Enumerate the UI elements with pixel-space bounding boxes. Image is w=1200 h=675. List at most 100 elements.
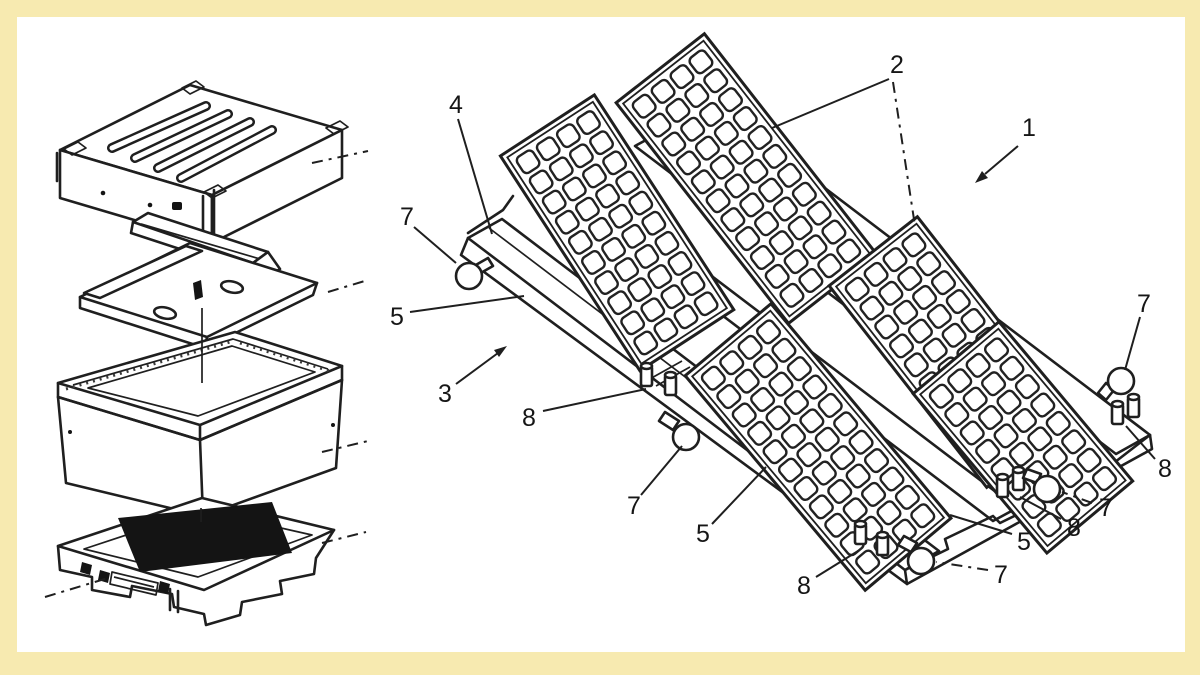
solar-cell xyxy=(817,392,843,418)
solar-cell xyxy=(608,203,634,229)
solar-cell xyxy=(863,448,890,474)
solar-cell xyxy=(768,371,794,397)
solar-cell xyxy=(621,223,647,249)
solar-cell xyxy=(755,319,782,345)
solar-cell xyxy=(811,460,837,486)
solar-cell xyxy=(983,337,1010,363)
connector-pin xyxy=(1110,399,1125,426)
solar-cell xyxy=(768,230,794,256)
solar-cell xyxy=(965,352,991,378)
solar-cell xyxy=(735,226,761,252)
solar-cell xyxy=(893,299,919,325)
tray-handle xyxy=(80,562,180,614)
solar-cell xyxy=(817,253,843,279)
solar-cell xyxy=(907,318,933,344)
float-ball xyxy=(657,410,701,452)
solar-cell xyxy=(845,463,871,489)
solar-cell xyxy=(631,93,657,119)
ref-label-8: 8 xyxy=(797,572,811,600)
connector-pin xyxy=(1011,465,1026,492)
container-box xyxy=(56,330,344,518)
enclosure-lid xyxy=(55,80,349,249)
solar-cell xyxy=(747,420,773,446)
solar-cell xyxy=(855,549,881,575)
solar-cell xyxy=(594,270,619,296)
connector-pin xyxy=(875,530,890,557)
solar-cell xyxy=(945,289,971,315)
solar-cell xyxy=(928,383,954,409)
solar-cell xyxy=(627,277,653,303)
solar-cell xyxy=(653,317,679,343)
solar-cell xyxy=(1055,496,1081,522)
solar-cell xyxy=(684,83,710,109)
solar-cell xyxy=(640,297,666,323)
ref-label-7: 7 xyxy=(994,561,1008,589)
frame-slot xyxy=(193,280,203,300)
solar-cell xyxy=(581,250,606,275)
solar-cell xyxy=(535,136,561,162)
solar-cell xyxy=(690,169,716,195)
solar-cell xyxy=(901,232,927,258)
solar-cell xyxy=(705,188,731,214)
solar-cell xyxy=(732,106,758,132)
solar-cell xyxy=(646,112,672,138)
ref-label-1: 1 xyxy=(1022,114,1036,142)
solar-cell xyxy=(528,169,554,195)
solar-cell xyxy=(713,120,739,146)
solar-cell xyxy=(879,466,905,492)
solar-cell xyxy=(798,268,824,294)
ref-label-7: 7 xyxy=(627,492,641,520)
solar-cell xyxy=(754,211,780,237)
exploded-enclosure-figure xyxy=(44,80,369,627)
solar-cell xyxy=(1030,392,1056,418)
solar-cell xyxy=(786,356,812,382)
solar-cell xyxy=(661,131,687,157)
solar-cell xyxy=(930,270,957,296)
solar-cell xyxy=(999,355,1025,381)
solar-cell xyxy=(796,442,822,468)
solar-cell xyxy=(739,192,765,218)
solar-cell xyxy=(1011,407,1037,434)
solar-cell xyxy=(576,110,601,136)
connector-pin xyxy=(995,472,1010,499)
solar-cell xyxy=(541,189,567,215)
solar-cell xyxy=(1091,466,1118,492)
frame-hole xyxy=(152,305,178,321)
solar-cell xyxy=(874,314,900,340)
float-ball xyxy=(454,256,495,291)
connector-pin xyxy=(1126,392,1141,419)
lid-corner-boss xyxy=(325,120,349,135)
solar-cell xyxy=(1061,429,1087,455)
solar-cell xyxy=(614,257,640,282)
solar-cell xyxy=(959,420,985,446)
solar-cell xyxy=(827,478,853,504)
solar-cell xyxy=(947,368,973,394)
solar-cell xyxy=(830,445,856,471)
ref-label-5: 5 xyxy=(696,520,710,548)
solar-cell xyxy=(772,196,798,222)
solar-cell xyxy=(667,251,693,276)
solar-cell xyxy=(833,411,859,437)
solar-cell xyxy=(848,429,874,455)
solar-cell xyxy=(941,322,967,348)
solar-cell xyxy=(615,170,641,196)
solar-cell xyxy=(1027,426,1053,452)
solar-panel xyxy=(683,301,954,593)
arrowhead xyxy=(494,346,507,357)
solar-cell xyxy=(660,284,686,310)
solar-cell xyxy=(665,97,691,123)
ref-label-5: 5 xyxy=(390,303,404,331)
solar-cell xyxy=(783,389,809,416)
ref-label-5: 5 xyxy=(1017,528,1031,556)
leader-lines xyxy=(409,78,1156,578)
solar-cell xyxy=(783,249,809,275)
solar-cell xyxy=(561,176,587,202)
solar-cell xyxy=(912,284,938,310)
solar-cell xyxy=(863,261,889,287)
solar-cell xyxy=(620,310,646,336)
solar-cell xyxy=(720,207,746,233)
solar-cell xyxy=(962,386,988,412)
solar-cell xyxy=(719,350,745,376)
solar-cell xyxy=(654,230,680,256)
